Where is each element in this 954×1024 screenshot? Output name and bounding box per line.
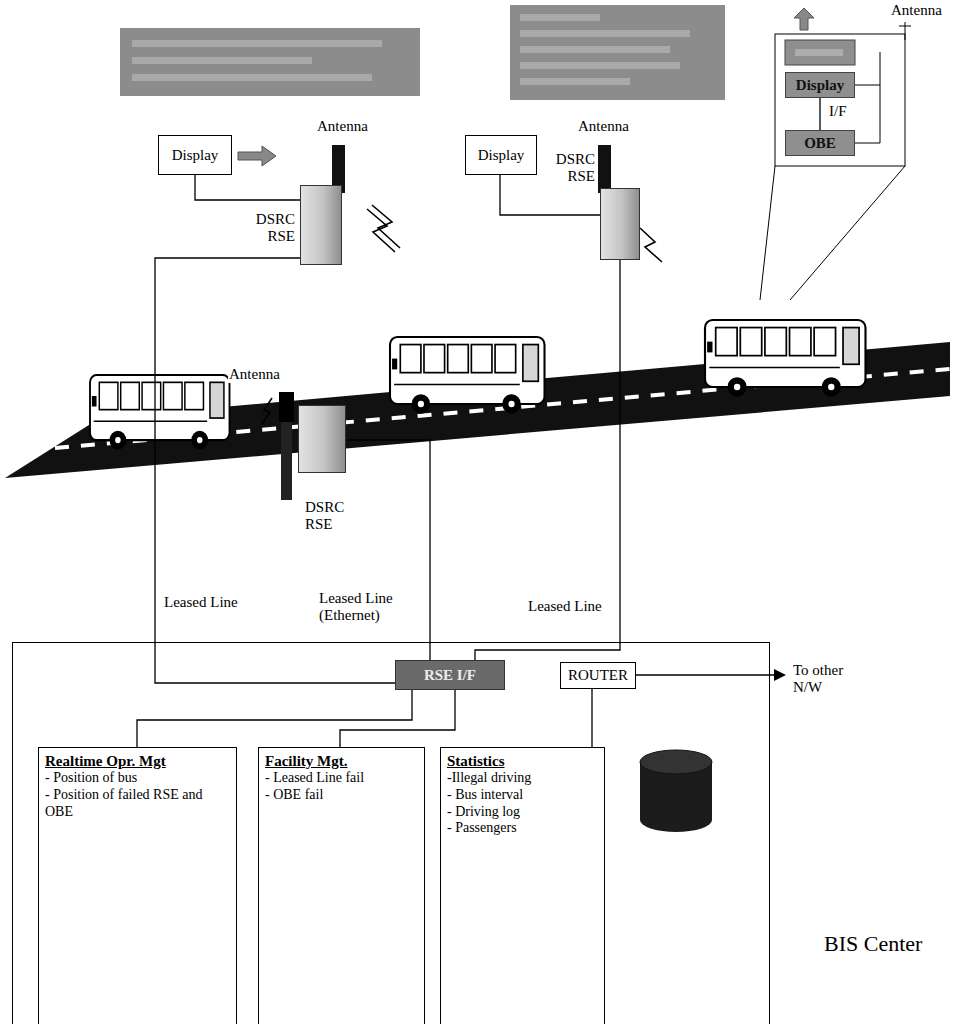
node-heading: Display [172, 147, 219, 164]
arrow-icon [794, 8, 814, 30]
rse-cabinet: DSRC RSE [600, 188, 640, 260]
bis-center-frame: BIS CenterRSE I/FROUTERRealtime Opr. Mgt… [12, 642, 770, 1024]
connector-line [591, 689, 592, 747]
gps-box [785, 40, 855, 65]
arrow-icon [238, 146, 276, 166]
node-item: - Position of bus [45, 770, 230, 787]
note-panel [520, 46, 670, 53]
node-item: - Position of failed RSE and OBE [45, 787, 230, 821]
arrow-icon [794, 8, 814, 30]
obe-inset [790, 166, 905, 300]
function-panel: Realtime Opr. Mgt- Position of bus- Posi… [38, 747, 237, 1024]
gps-box [795, 49, 843, 56]
node-heading: ROUTER [568, 667, 628, 684]
node-heading: BIS Center [824, 931, 922, 957]
obe-inset [760, 22, 911, 300]
antenna-label: Antenna [316, 118, 369, 135]
antenna-pole [279, 392, 294, 500]
note-panel [132, 40, 382, 47]
router-box: ROUTER [560, 662, 636, 689]
note-panel [520, 78, 630, 85]
network-label: To other N/W [792, 662, 866, 697]
radio-signal [640, 228, 662, 262]
connector-line [346, 440, 430, 660]
node-item: - OBE fail [265, 787, 418, 804]
antenna-label: Antenna [228, 366, 281, 383]
rse-cabinet: DSRC RSE [300, 185, 342, 265]
note-panel [132, 57, 312, 64]
node-heading: Statistics [447, 752, 598, 770]
obe-inset [760, 166, 775, 300]
connector-line [340, 690, 455, 747]
note-panel [520, 14, 600, 21]
note-panel [510, 5, 725, 100]
function-panel: Facility Mgt.- Leased Line fail- OBE fai… [258, 747, 425, 1024]
rse-cabinet: DSRC RSE [298, 405, 346, 473]
node-heading: DSRC RSE [247, 211, 295, 244]
node-heading: Facility Mgt. [265, 752, 418, 770]
note-panel [120, 28, 420, 96]
node-heading: Display [796, 77, 844, 94]
node-item: - Bus interval [447, 787, 598, 804]
database-cylinder [640, 750, 712, 832]
obe-inset [880, 52, 881, 143]
node-heading: Realtime Opr. Mgt [45, 752, 230, 770]
connector-line [475, 260, 620, 660]
obe-unit: OBE [785, 130, 855, 156]
antenna-label: Antenna [890, 2, 943, 19]
connector-line [137, 690, 412, 747]
node-heading: RSE I/F [424, 667, 476, 684]
arrow-icon [238, 146, 276, 166]
display-box: Display [465, 135, 537, 175]
edge-label: Leased Line [527, 598, 603, 615]
connector-line [195, 175, 300, 200]
display-box: Display [158, 135, 232, 175]
obe-inset [899, 26, 911, 27]
node-item: - Leased Line fail [265, 770, 418, 787]
radio-signal [367, 209, 395, 252]
edge-label: Leased Line [163, 594, 239, 611]
node-heading: DSRC RSE [305, 499, 357, 532]
bus [705, 320, 866, 397]
note-panel [510, 5, 725, 100]
obe-inset [775, 34, 905, 166]
node-heading: DSRC RSE [547, 151, 595, 184]
note-panel [132, 74, 372, 81]
display-unit: Display [785, 72, 855, 98]
note-panel [520, 30, 690, 37]
antenna-label: Antenna [577, 118, 630, 135]
node-item: - Passengers [447, 820, 598, 837]
network-link [626, 669, 786, 681]
edge-label: Leased Line (Ethernet) [318, 590, 412, 625]
node-item: -Illegal driving [447, 770, 598, 787]
note-panel [120, 28, 420, 96]
radio-signal [262, 398, 272, 424]
function-panel: Statistics-Illegal driving- Bus interval… [440, 747, 605, 1024]
bus [390, 337, 545, 414]
connector-line [819, 98, 820, 130]
edge-label: I/F [828, 103, 848, 120]
network-link [626, 674, 776, 675]
note-panel [520, 62, 680, 69]
obe-inset [855, 85, 880, 86]
antenna-pole [598, 145, 611, 193]
gps-box [785, 40, 855, 65]
database-cylinder [640, 750, 712, 774]
node-heading: Display [478, 147, 525, 164]
antenna-pole [598, 145, 611, 193]
antenna-pole [279, 392, 294, 422]
obe-inset [855, 143, 880, 144]
node-item: - Driving log [447, 804, 598, 821]
obe-inset [905, 22, 906, 40]
node-heading: OBE [804, 135, 836, 152]
bus [90, 375, 230, 450]
rse-interface: RSE I/F [395, 660, 505, 690]
network-link [774, 669, 786, 681]
